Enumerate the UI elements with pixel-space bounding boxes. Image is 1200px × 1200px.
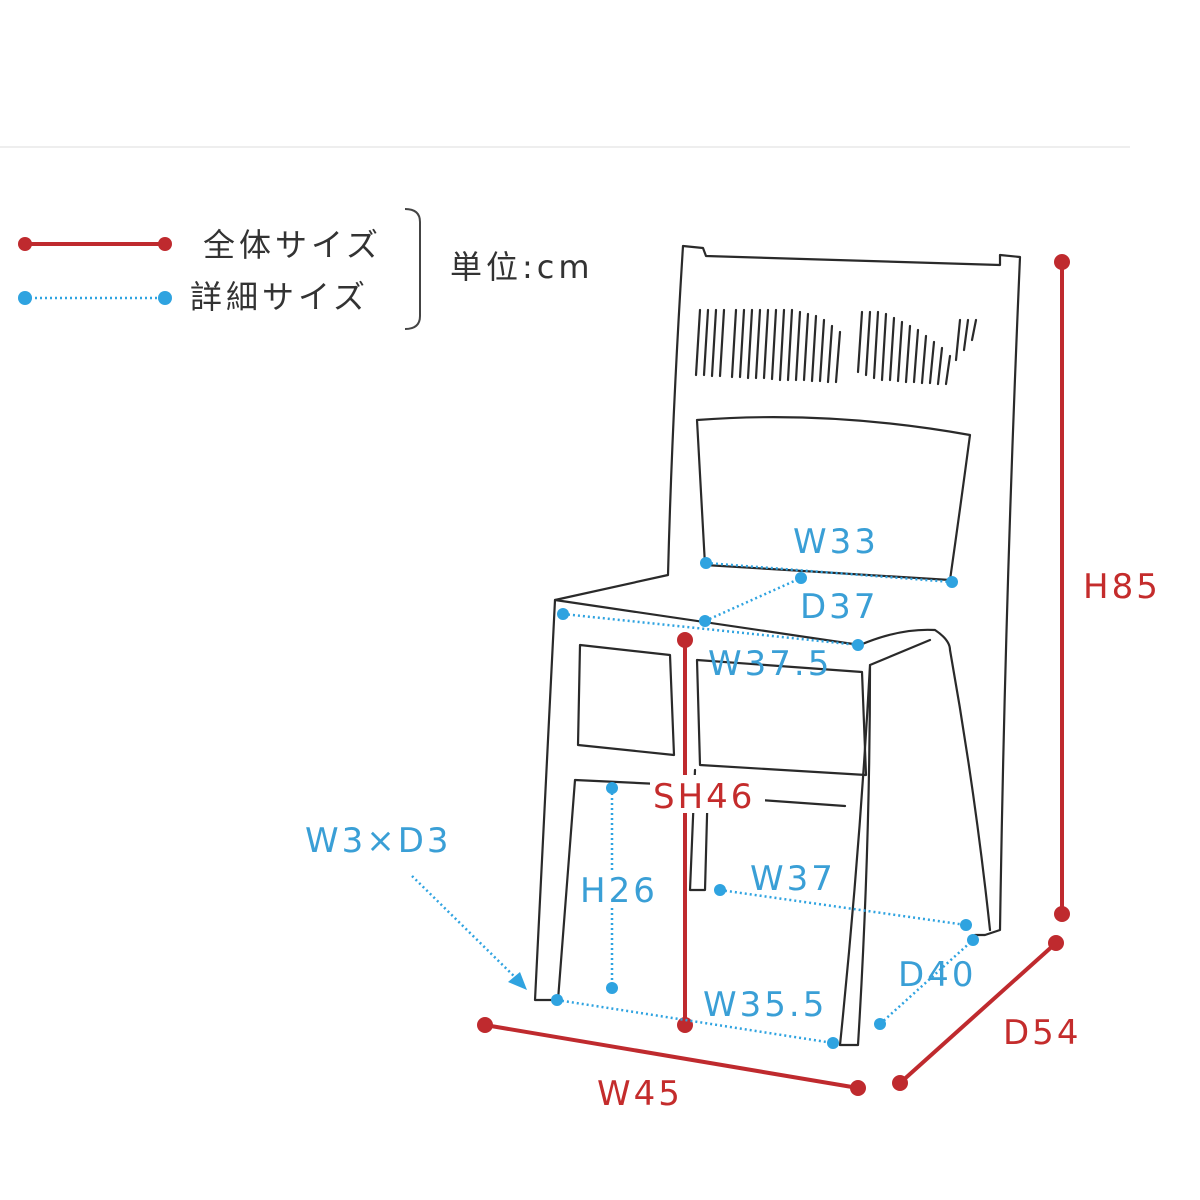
dot — [1054, 254, 1070, 270]
dot — [477, 1017, 493, 1033]
legend-dot — [158, 291, 172, 305]
depth-label: D54 — [1003, 1013, 1081, 1053]
leg-size-label: W3×D3 — [305, 821, 452, 861]
seat-height-label: SH46 — [653, 777, 755, 817]
unit-label: 単位:cm — [450, 248, 594, 286]
legend: 全体サイズ 詳細サイズ 単位:cm — [18, 208, 594, 330]
dot — [677, 1017, 693, 1033]
dot — [1054, 906, 1070, 922]
backrest-width-line — [705, 561, 953, 584]
seat-depth-line — [704, 576, 802, 623]
width-label: W45 — [597, 1074, 683, 1114]
inner-width-front-line — [556, 998, 834, 1045]
legend-detail-label: 詳細サイズ — [190, 278, 369, 316]
backrest-width-label: W33 — [793, 522, 879, 562]
inner-width-front-label: W35.5 — [703, 985, 827, 1025]
dot — [1048, 935, 1064, 951]
depth-line — [898, 941, 1058, 1085]
legend-dot — [158, 237, 172, 251]
inner-width-back-line — [719, 888, 967, 927]
detail-dimensions: W33 D37 W37.5 H26 W37 D40 W35.5 W3×D3 — [305, 522, 979, 1049]
legend-overall-label: 全体サイズ — [203, 226, 382, 264]
dot — [677, 632, 693, 648]
inner-depth-line — [879, 939, 974, 1025]
height-label: H85 — [1083, 567, 1161, 607]
dot — [892, 1075, 908, 1091]
arrow-icon — [508, 972, 527, 990]
seat-width-label: W37.5 — [708, 644, 832, 684]
legend-dot — [18, 291, 32, 305]
inner-width-back-label: W37 — [750, 859, 836, 899]
overall-dimensions: H85 SH46 W45 D54 — [477, 254, 1161, 1114]
legend-dot — [18, 237, 32, 251]
seat-depth-label: D37 — [800, 587, 878, 627]
leg-pointer-line — [411, 875, 521, 983]
legend-bracket — [404, 208, 421, 330]
dot — [850, 1080, 866, 1096]
rail-height-label: H26 — [580, 871, 658, 911]
width-line — [484, 1023, 859, 1090]
inner-depth-label: D40 — [898, 955, 976, 995]
